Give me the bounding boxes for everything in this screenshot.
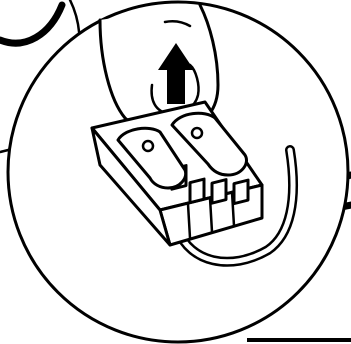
footer-rule [247, 338, 351, 342]
background-wire-top [0, 5, 62, 43]
port-opening-2 [190, 179, 204, 202]
port-opening-4 [234, 180, 248, 203]
port-opening-3 [212, 180, 226, 203]
